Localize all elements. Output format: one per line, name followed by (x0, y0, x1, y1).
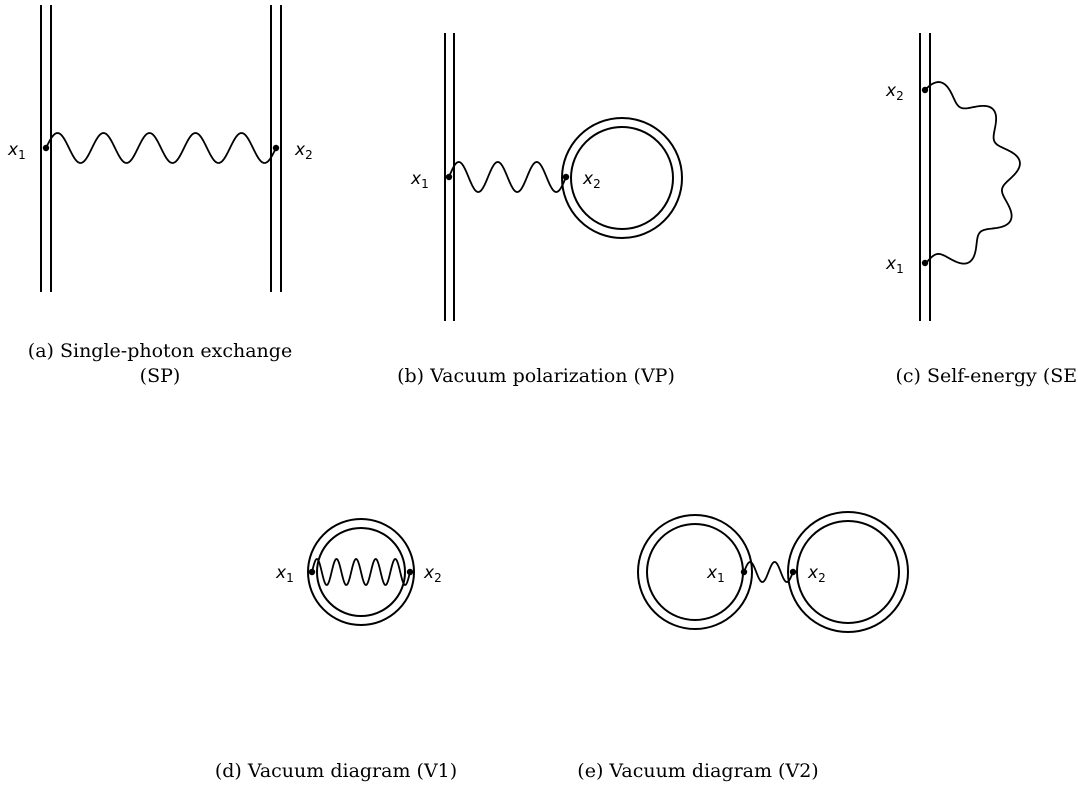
vertex-x1 (42, 144, 50, 152)
fermion-loop-inner (570, 126, 674, 230)
caption-a-line2: (SP) (140, 365, 181, 387)
vertex-x1 (740, 568, 748, 576)
vertex-x1 (921, 259, 929, 267)
vertex-label-x1: x1 (7, 140, 26, 162)
left-fermion-loop-inner (646, 523, 744, 621)
panel-e-vacuum-diagram-v2: x1 x2 (e) Vacuum diagram (V2) (577, 511, 909, 782)
panel-d-vacuum-diagram-v1: x1 x2 (d) Vacuum diagram (V1) (215, 518, 457, 782)
caption-e: (e) Vacuum diagram (V2) (577, 760, 818, 782)
vertex-x2 (921, 86, 929, 94)
panel-c-self-energy: x2 x1 (c) Self-energy (SE) (885, 33, 1078, 387)
photon-propagator (448, 161, 567, 193)
vertex-label-x2: x2 (885, 81, 904, 103)
vertex-label-x2: x2 (423, 563, 442, 585)
vertex-label-x2: x2 (294, 140, 313, 162)
caption-d: (d) Vacuum diagram (V1) (215, 760, 457, 782)
vertex-label-x1: x1 (885, 254, 904, 276)
right-fermion-loop-outer (787, 511, 909, 633)
vertex-label-x1: x1 (706, 563, 725, 585)
fermion-loop-outer (307, 518, 415, 626)
vertex-label-x1: x1 (410, 169, 429, 191)
vertex-x1 (445, 173, 453, 181)
vertex-x2 (272, 144, 280, 152)
vertex-label-x1: x1 (275, 563, 294, 585)
left-fermion-loop-outer (637, 514, 753, 630)
panel-a-single-photon-exchange: x1 x2 (a) Single-photon exchange (SP) (7, 5, 313, 387)
vertex-x2 (562, 173, 570, 181)
photon-propagator-arc (924, 81, 1021, 265)
vertex-x2 (789, 568, 797, 576)
vertex-x1 (308, 568, 316, 576)
caption-b: (b) Vacuum polarization (VP) (397, 365, 675, 387)
vertex-label-x2: x2 (582, 169, 601, 191)
right-fermion-loop-inner (796, 520, 900, 624)
fermion-loop-inner (316, 527, 406, 617)
vertex-label-x2: x2 (807, 563, 826, 585)
photon-propagator (743, 561, 794, 583)
panel-b-vacuum-polarization: x1 x2 (b) Vacuum polarization (VP) (397, 33, 683, 387)
fermion-loop-outer (561, 117, 683, 239)
photon-propagator (45, 132, 277, 164)
caption-c: (c) Self-energy (SE) (895, 365, 1078, 387)
caption-a-line1: (a) Single-photon exchange (28, 340, 292, 362)
photon-propagator (311, 558, 411, 586)
vertex-x2 (406, 568, 414, 576)
